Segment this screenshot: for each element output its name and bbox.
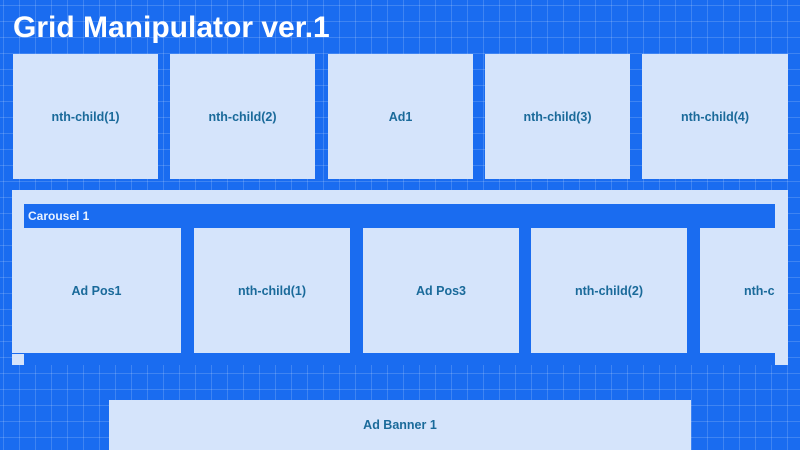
grid-cell-nth-child-2[interactable]: nth-child(2) xyxy=(170,54,315,179)
ad-banner-label: Ad Banner 1 xyxy=(363,418,437,432)
grid-cell-nth-child-4[interactable]: nth-child(4) xyxy=(642,54,788,179)
page-title: Grid Manipulator ver.1 xyxy=(13,11,330,44)
carousel-title: Carousel 1 xyxy=(24,204,775,228)
carousel-item-ad-pos1[interactable]: Ad Pos1 xyxy=(12,228,181,353)
carousel-item-nth-child-1[interactable]: nth-child(1) xyxy=(194,228,350,353)
carousel-item-label: Ad Pos1 xyxy=(71,283,122,298)
carousel-item-label: nth-child(3) xyxy=(743,283,775,298)
grid-cell-nth-child-1[interactable]: nth-child(1) xyxy=(13,54,158,179)
carousel-track[interactable]: Ad Pos1 nth-child(1) Ad Pos3 nth-child(2… xyxy=(12,228,775,354)
grid-cell-nth-child-3[interactable]: nth-child(3) xyxy=(485,54,630,179)
ad-banner[interactable]: Ad Banner 1 xyxy=(109,400,691,450)
carousel-item-label: nth-child(2) xyxy=(574,283,644,298)
grid-cell-label: nth-child(3) xyxy=(523,109,592,124)
grid-cell-label: nth-child(1) xyxy=(51,109,120,124)
grid-cell-ad1[interactable]: Ad1 xyxy=(328,54,473,179)
grid-cell-label: nth-child(2) xyxy=(208,109,277,124)
carousel-scrollbar[interactable] xyxy=(24,354,775,365)
carousel: Carousel 1 Ad Pos1 nth-child(1) Ad Pos3 … xyxy=(12,190,788,365)
grid-cell-label: Ad1 xyxy=(388,109,413,124)
carousel-item-nth-child-2[interactable]: nth-child(2) xyxy=(531,228,687,353)
carousel-item-ad-pos3[interactable]: Ad Pos3 xyxy=(363,228,519,353)
carousel-item-nth-child-3[interactable]: nth-child(3) xyxy=(700,228,775,353)
carousel-item-label: nth-child(1) xyxy=(237,283,307,298)
carousel-item-label: Ad Pos3 xyxy=(415,283,466,298)
grid-cell-label: nth-child(4) xyxy=(680,109,750,124)
